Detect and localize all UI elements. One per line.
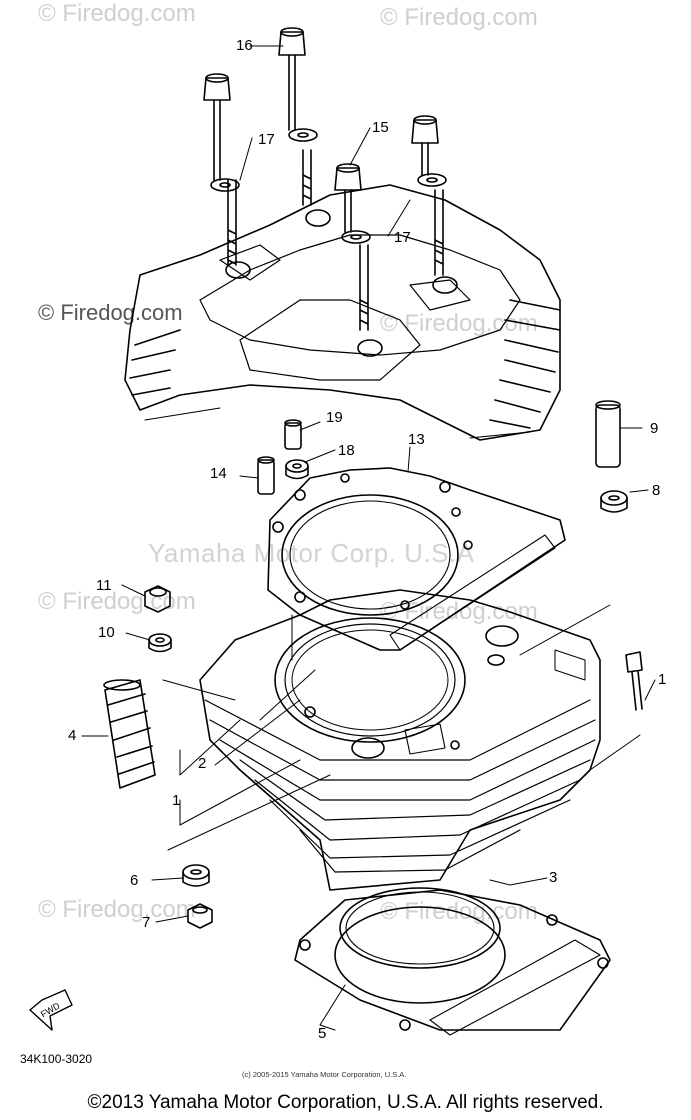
watermark-mid-left: © Firedog.com [38, 300, 183, 325]
callout-11: 11 [96, 577, 112, 594]
leader-lines-lower [81, 584, 656, 1031]
callout-4: 4 [68, 727, 77, 744]
callout-9: 9 [650, 420, 659, 437]
dowel-pins [257, 400, 628, 513]
callout-6: 6 [130, 872, 139, 889]
callout-3: 3 [549, 869, 558, 886]
callout-17-right: 17 [394, 229, 411, 246]
callout-16: 16 [236, 37, 253, 54]
callout-1-right: 1 [658, 671, 667, 688]
callout-7: 7 [142, 914, 151, 931]
base-gasket [294, 887, 611, 1036]
sleeve-4 [103, 679, 156, 789]
callout-13: 13 [408, 431, 425, 448]
watermark-center: © Firedog.com [380, 310, 538, 337]
small-copyright: (c) 2005-2015 Yamaha Motor Corporation, … [242, 1070, 407, 1079]
callout-17-left: 17 [258, 131, 275, 148]
callout-8: 8 [652, 482, 661, 499]
callout-1-left: 1 [172, 792, 181, 809]
callout-2: 2 [198, 755, 207, 772]
callout-14: 14 [210, 465, 227, 482]
head-gasket [267, 467, 566, 651]
watermark-bottom-left: © Firedog.com [38, 896, 196, 923]
cylinder-head [124, 184, 561, 441]
bolt-1 [625, 651, 643, 711]
footer-copyright: ©2013 Yamaha Motor Corporation, U.S.A. A… [87, 1092, 604, 1113]
callout-18: 18 [338, 442, 355, 459]
callout-15: 15 [372, 119, 389, 136]
callout-19: 19 [326, 409, 343, 426]
callout-5: 5 [318, 1025, 327, 1042]
watermark-top-left: © Firedog.com [38, 0, 196, 27]
brand-watermark: Yamaha Motor Corp. U.S.A [148, 538, 475, 568]
washers [210, 128, 447, 244]
fwd-arrow-icon [29, 989, 73, 1031]
leader-lines-top [239, 45, 649, 493]
callout-10: 10 [98, 624, 115, 641]
drawing-code: 34K100-3020 [20, 1052, 93, 1066]
nuts-washers [144, 585, 213, 929]
head-bolts [203, 27, 444, 331]
watermark-top-right: © Firedog.com [380, 4, 538, 31]
cylinder-block [199, 589, 601, 891]
